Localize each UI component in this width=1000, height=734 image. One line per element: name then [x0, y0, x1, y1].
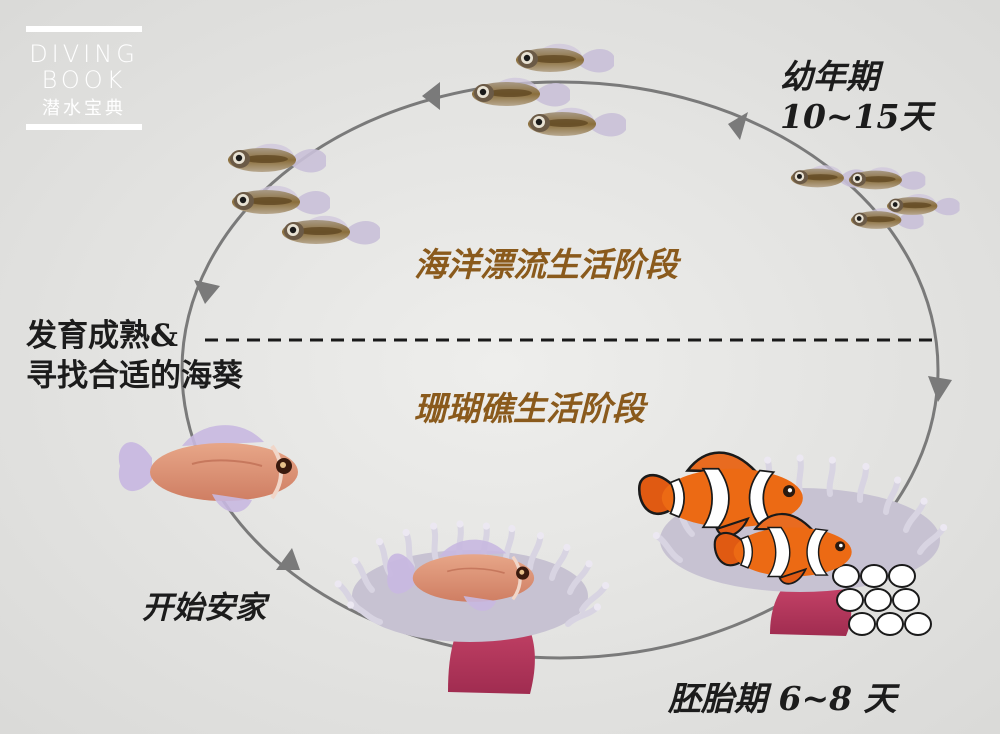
logo-line-1: DIVING	[29, 40, 139, 68]
logo-line-3: 潜水宝典	[42, 98, 126, 119]
start-home-label: 开始安家	[142, 590, 266, 626]
logo-line-2: BOOK	[41, 66, 127, 94]
anemone-right	[637, 451, 948, 636]
ocean-drift-stage-label: 海洋漂流生活阶段	[414, 245, 678, 284]
mature-label-line-2: 寻找合适的海葵	[26, 358, 243, 394]
egg-cluster	[832, 564, 932, 636]
arrow-top-right	[728, 112, 748, 140]
mature-label-line-1: 发育成熟&	[26, 318, 178, 354]
juvenile-stage-duration: 10~15天	[780, 97, 933, 136]
diving-book-logo: DIVING BOOK 潜水宝典	[26, 26, 142, 130]
anemone-left	[333, 520, 611, 694]
arrow-right	[928, 376, 952, 402]
juvenile-stage-title: 幼年期	[780, 57, 879, 96]
arrow-left	[194, 280, 220, 304]
cycle-arrows	[194, 82, 952, 570]
life-cycle-loop	[180, 80, 940, 660]
coral-reef-stage-label: 珊瑚礁生活阶段	[414, 389, 645, 428]
arrow-top-left	[422, 82, 440, 110]
arrow-bottom-left	[276, 548, 300, 570]
embryo-stage-label: 胚胎期 6~8 天	[668, 679, 897, 718]
